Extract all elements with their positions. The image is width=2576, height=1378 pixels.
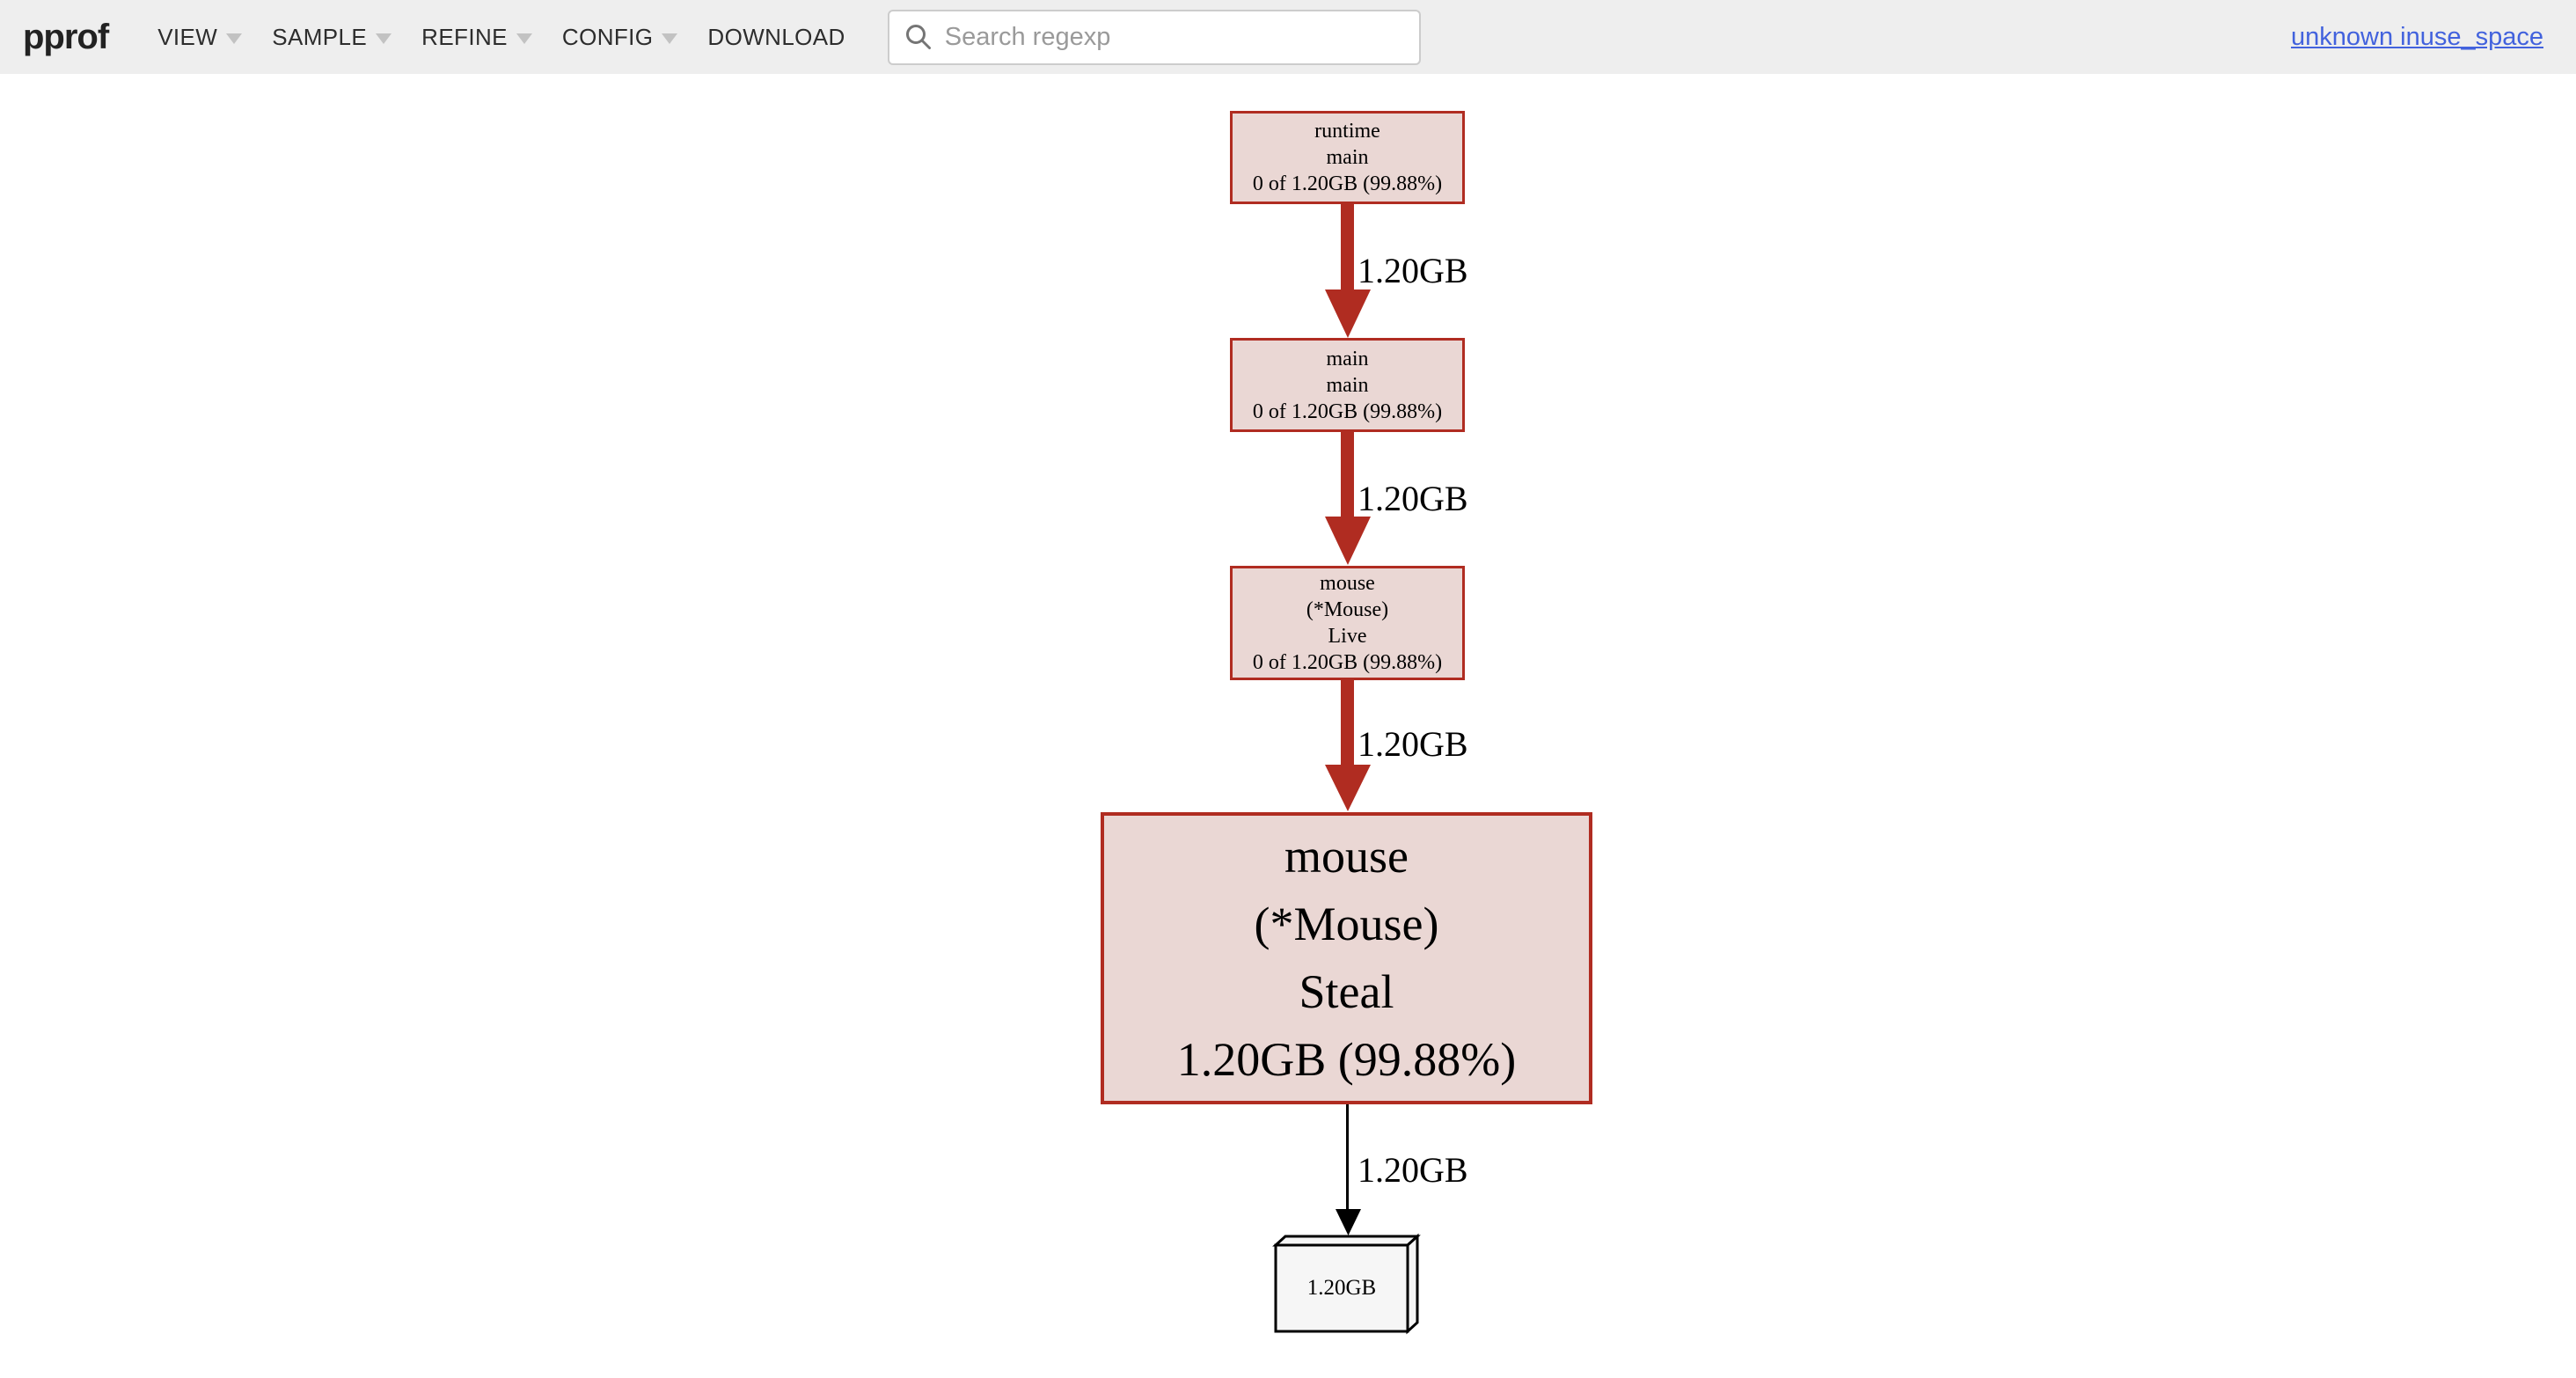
node-line: mouse: [1284, 830, 1409, 883]
menu-sample[interactable]: SAMPLE: [272, 24, 392, 51]
sink-node-label[interactable]: 1.20GB: [1306, 1276, 1377, 1300]
menu-config[interactable]: CONFIG: [562, 24, 678, 51]
node-line: 1.20GB (99.88%): [1176, 1033, 1517, 1086]
menu-download[interactable]: DOWNLOAD: [707, 24, 845, 51]
search-input[interactable]: [944, 22, 1405, 52]
graph-canvas[interactable]: runtime main 0 of 1.20GB (99.88%) main m…: [0, 74, 2576, 1378]
node-line: 0 of 1.20GB (99.88%): [1252, 172, 1443, 195]
menu-view[interactable]: VIEW: [157, 23, 243, 51]
menu-refine[interactable]: REFINE: [421, 24, 532, 51]
graph-node-mouse-steal[interactable]: mouse (*Mouse) Steal 1.20GB (99.88%): [1101, 812, 1592, 1104]
node-line: main: [1326, 373, 1369, 397]
node-line: main: [1326, 146, 1369, 169]
top-bar: pprof VIEW SAMPLE REFINE CONFIG DOWNLOAD…: [0, 0, 2576, 74]
node-line: 0 of 1.20GB (99.88%): [1252, 651, 1443, 674]
graph-node-runtime-main[interactable]: runtime main 0 of 1.20GB (99.88%): [1230, 111, 1465, 204]
search-icon: [905, 25, 931, 49]
menu-view-label: VIEW: [157, 23, 218, 50]
chevron-down-icon: [376, 33, 392, 44]
edge-weight-label: 1.20GB: [1358, 724, 1468, 764]
node-line: mouse: [1320, 572, 1375, 595]
node-line: 0 of 1.20GB (99.88%): [1252, 399, 1443, 423]
graph-node-main-main[interactable]: main main 0 of 1.20GB (99.88%): [1230, 338, 1465, 432]
node-line: runtime: [1314, 120, 1380, 143]
graph-node-mouse-live[interactable]: mouse (*Mouse) Live 0 of 1.20GB (99.88%): [1230, 566, 1465, 680]
menu-sample-label: SAMPLE: [272, 23, 368, 50]
chevron-down-icon: [516, 33, 532, 44]
chevron-down-icon: [662, 33, 678, 44]
edge-weight-label: 1.20GB: [1358, 479, 1468, 518]
node-line: (*Mouse): [1254, 898, 1439, 950]
menu-download-label: DOWNLOAD: [707, 23, 845, 50]
pprof-logo: pprof: [23, 17, 109, 56]
node-line: Steal: [1299, 965, 1394, 1018]
node-line: main: [1326, 347, 1369, 370]
edge-weight-label: 1.20GB: [1358, 251, 1468, 290]
profile-name-link[interactable]: unknown inuse_space: [2291, 22, 2543, 51]
main-menu: VIEW SAMPLE REFINE CONFIG DOWNLOAD: [157, 24, 845, 51]
node-line: (*Mouse): [1306, 598, 1389, 621]
graph-edges-layer: [1272, 202, 1421, 1335]
menu-config-label: CONFIG: [561, 23, 654, 50]
edge-weight-label: 1.20GB: [1358, 1150, 1468, 1190]
search-box[interactable]: [887, 9, 1421, 65]
sink-box3d[interactable]: [1272, 1233, 1421, 1335]
node-line: Live: [1328, 625, 1367, 648]
chevron-down-icon: [226, 33, 243, 44]
menu-refine-label: REFINE: [421, 23, 508, 50]
